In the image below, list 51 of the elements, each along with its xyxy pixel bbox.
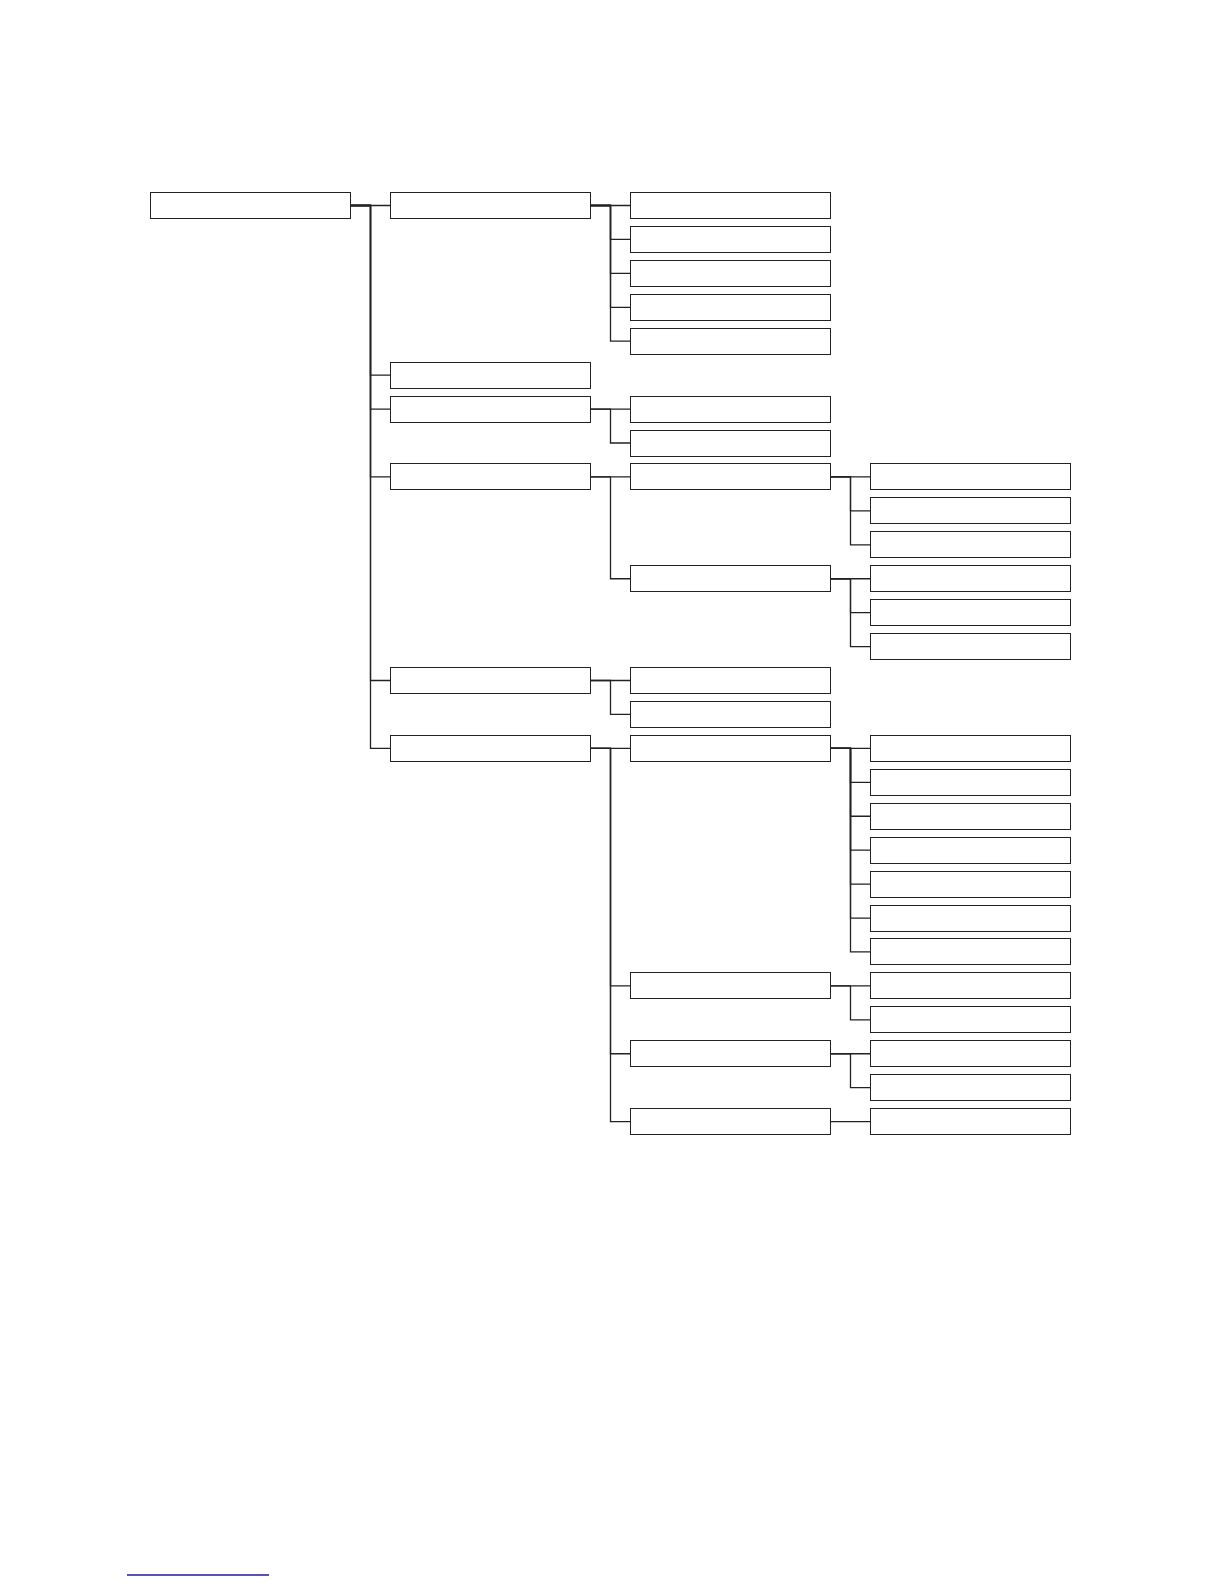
box-node [870,599,1071,627]
box-node [390,192,591,219]
box-node [630,463,831,491]
box-node [870,1040,1071,1068]
box-node [870,904,1071,932]
connector-line [830,985,871,1021]
box-node [870,531,1071,559]
connector-line [590,747,631,1123]
box-node [150,192,351,219]
box-node [630,565,831,593]
box-node [870,802,1071,830]
box-node [630,734,831,762]
box-node [630,192,831,219]
box-node [870,633,1071,661]
connector-line [590,408,631,444]
box-node [390,667,591,694]
connector-line [590,476,631,580]
box-node [630,972,831,1000]
box-node [630,429,831,457]
connector-line [830,1053,871,1089]
box-node [630,259,831,287]
box-node [390,463,591,491]
connector-line [830,1120,871,1123]
box-node [870,938,1071,966]
box-node [630,1108,831,1136]
box-node [390,395,591,423]
box-node [630,395,831,423]
box-node [870,463,1071,491]
box-node [630,700,831,728]
box-node [870,565,1071,593]
box-node [390,361,591,389]
connector-line [830,578,871,648]
box-node [870,497,1071,525]
box-node [870,1006,1071,1034]
box-node [630,667,831,694]
box-node [870,1108,1071,1136]
box-node [870,972,1071,1000]
box-node [390,734,591,762]
connector-line [830,747,871,953]
box-node [870,1074,1071,1102]
box-node [870,870,1071,898]
box-node [630,225,831,253]
box-node [870,768,1071,796]
box-node [630,327,831,355]
box-node [870,836,1071,864]
box-node [630,293,831,321]
connector-line [590,679,631,716]
box-node [870,734,1071,762]
box-node [630,1040,831,1068]
connector-line [830,476,871,546]
connector-line [590,204,631,342]
